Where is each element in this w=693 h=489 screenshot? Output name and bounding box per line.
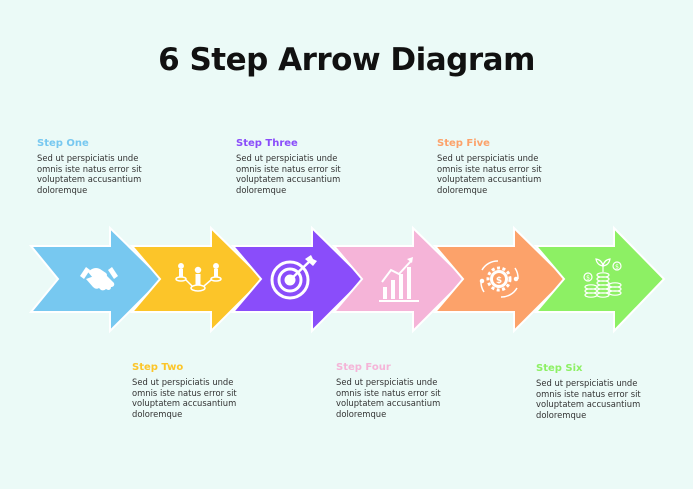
- step-six-desc: Sed ut perspiciatis unde omnis iste natu…: [536, 378, 641, 420]
- page-title: 6 Step Arrow Diagram: [158, 42, 535, 78]
- step-three-block: Step Three Sed ut perspiciatis unde omni…: [236, 138, 416, 195]
- step-one-desc: Sed ut perspiciatis unde omnis iste natu…: [37, 153, 142, 195]
- step-three-label: Step Three: [236, 138, 298, 149]
- step-five-label: Step Five: [437, 138, 490, 149]
- arrow-step-6: [533, 225, 666, 334]
- step-four-label: Step Four: [336, 362, 391, 373]
- arrow-step-3: [230, 225, 366, 334]
- step-four-block: Step Four Sed ut perspiciatis unde omnis…: [336, 362, 516, 419]
- step-six-block: Step Six Sed ut perspiciatis unde omnis …: [536, 363, 693, 420]
- handshake-icon: [80, 267, 118, 291]
- growth-chart-icon: [379, 257, 419, 302]
- step-one-block: Step One Sed ut perspiciatis unde omnis …: [37, 138, 217, 195]
- step-two-block: Step Two Sed ut perspiciatis unde omnis …: [132, 362, 312, 419]
- step-six-label: Step Six: [536, 363, 583, 374]
- step-five-block: Step Five Sed ut perspiciatis unde omnis…: [437, 138, 617, 195]
- svg-text:$: $: [496, 276, 502, 286]
- team-network-icon: [175, 263, 222, 292]
- svg-text:$: $: [586, 275, 590, 282]
- svg-text:$: $: [615, 264, 619, 271]
- step-three-desc: Sed ut perspiciatis unde omnis iste natu…: [236, 153, 341, 195]
- step-five-desc: Sed ut perspiciatis unde omnis iste natu…: [437, 153, 542, 195]
- step-two-label: Step Two: [132, 362, 184, 373]
- step-two-desc: Sed ut perspiciatis unde omnis iste natu…: [132, 377, 237, 419]
- target-icon: [270, 255, 317, 300]
- step-one-label: Step One: [37, 138, 89, 149]
- step-four-desc: Sed ut perspiciatis unde omnis iste natu…: [336, 377, 441, 419]
- coin-growth-icon: $ $: [583, 258, 622, 298]
- money-gear-icon: $: [479, 260, 519, 298]
